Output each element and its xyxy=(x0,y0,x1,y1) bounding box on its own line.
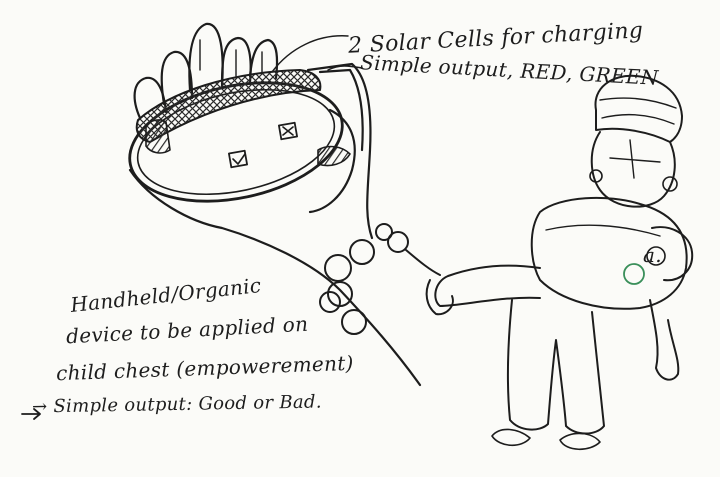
solar-cell-right xyxy=(318,147,350,166)
child-torso xyxy=(532,198,687,309)
child-legs xyxy=(508,300,604,434)
bead-chain xyxy=(320,224,440,334)
chest-device-dot xyxy=(624,264,644,284)
child-arm-left xyxy=(435,266,540,306)
solar-cell-left xyxy=(146,120,170,153)
child-marker-label: a. xyxy=(643,243,662,267)
